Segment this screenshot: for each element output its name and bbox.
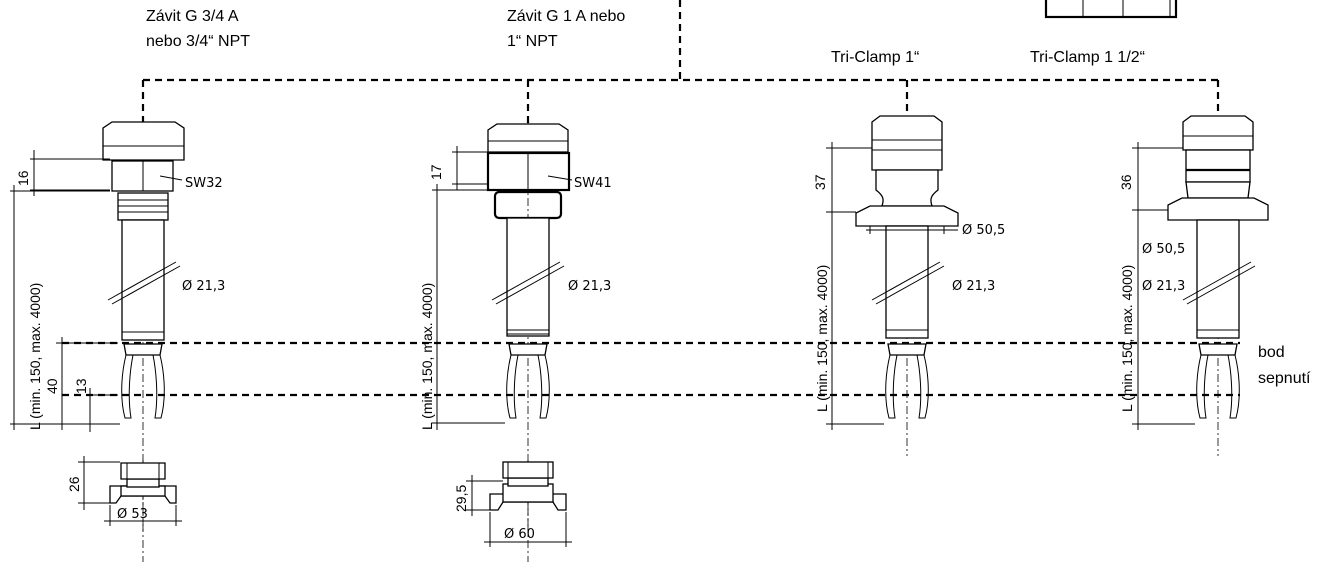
variant1-title-line2: nebo 3/4“ NPT xyxy=(146,33,250,50)
variant4-top-dim: 36 xyxy=(1118,174,1134,190)
variant1-top-dim: 16 xyxy=(15,170,31,186)
variant1-fork-dim: 40 xyxy=(44,378,60,394)
variant2-title-line1: Závit G 1 A nebo xyxy=(507,8,625,25)
variant2-welding-socket: 29,5 Ø 60 xyxy=(453,460,572,562)
variant3-top-dim: 37 xyxy=(812,174,828,190)
variant4-tube-diameter: Ø 21,3 xyxy=(1142,279,1185,294)
variant2-length-dim: L (min. 150, max. 4000) xyxy=(419,283,435,430)
variant2-probe: SW41 Ø 21,3 17 L (min. 150, max. 4000) xyxy=(419,118,612,532)
variant3-title: Tri-Clamp 1“ xyxy=(831,49,919,66)
top-right-partial-drawing xyxy=(1044,0,1178,19)
variant3-length-dim: L (min. 150, max. 4000) xyxy=(814,265,830,412)
variant1-title-line1: Závit G 3/4 A xyxy=(146,8,239,25)
variant4-probe: Ø 50,5 Ø 21,3 36 L (min. 150, max. 4000) xyxy=(1118,115,1269,456)
variant1-tube-diameter: Ø 21,3 xyxy=(182,279,225,294)
variant1-socket-diameter: Ø 53 xyxy=(117,507,148,522)
variant2-top-dim: 17 xyxy=(428,164,444,180)
variant2-tube-diameter: Ø 21,3 xyxy=(568,279,611,294)
variant2-socket-height: 29,5 xyxy=(453,485,469,512)
variant2-hex-size: SW41 xyxy=(574,176,612,191)
variant1-welding-socket: 26 Ø 53 xyxy=(66,456,182,562)
switch-point-label-line1: bod xyxy=(1258,344,1285,361)
variant4-clamp-diameter: Ø 50,5 xyxy=(1142,242,1185,257)
variant2-title-line2: 1“ NPT xyxy=(507,33,558,50)
switch-point-lines xyxy=(62,341,1240,397)
variant1-hex-size: SW32 xyxy=(185,176,223,191)
variant3-probe: Ø 50,5 Ø 21,3 37 L (min. 150, max. 4000) xyxy=(812,115,1005,456)
variant4-length-dim: L (min. 150, max. 4000) xyxy=(1119,265,1135,412)
variant3-clamp-diameter: Ø 50,5 xyxy=(962,223,1005,238)
variant4-title: Tri-Clamp 1 1/2“ xyxy=(1030,49,1145,66)
variant2-socket-diameter: Ø 60 xyxy=(504,527,535,542)
variant1-length-dim: L (min. 150, max. 4000) xyxy=(27,283,43,430)
variant1-tip-dim: 13 xyxy=(73,378,89,394)
variant1-socket-height: 26 xyxy=(66,476,82,492)
switch-point-label-line2: sepnutí xyxy=(1258,370,1311,387)
variant3-tube-diameter: Ø 21,3 xyxy=(952,279,995,294)
variant1-probe: SW32 Ø 21,3 16 L (min. 150, max. 4000) 4… xyxy=(10,118,225,532)
